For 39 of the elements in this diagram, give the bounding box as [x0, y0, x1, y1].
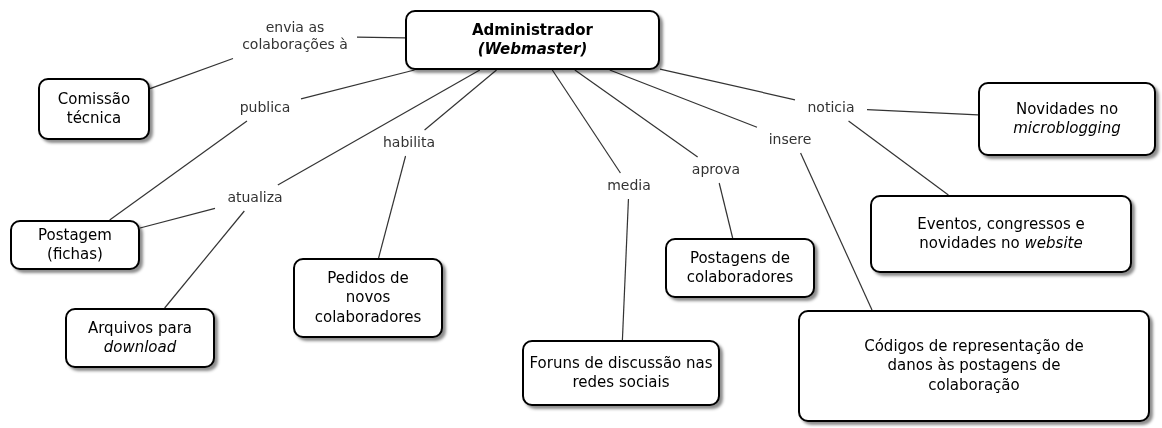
connector-line — [164, 210, 245, 309]
concept-text: Pedidos de novos colaboradores — [313, 268, 423, 328]
concept-box — [870, 195, 1132, 273]
title-text: Administrador — [472, 20, 593, 40]
connector-line — [718, 182, 734, 239]
concept-text: Eventos, congressos e novidades no website — [916, 214, 1086, 254]
concept-text: Novidades no microblogging — [1012, 99, 1122, 139]
concept-text: Códigos de representação de danos às postagens de colaboração — [863, 336, 1085, 396]
connector-line — [621, 198, 630, 341]
connector-line — [300, 69, 416, 100]
connector-line — [847, 120, 949, 196]
connector-line — [356, 36, 406, 39]
connector-line — [609, 69, 758, 128]
concept-box — [65, 308, 215, 368]
connector-line — [866, 109, 979, 116]
connector-line — [277, 69, 481, 186]
concept-text: Foruns de discussão nas redes sociais — [528, 353, 714, 393]
connector-line — [659, 68, 796, 101]
concept-box — [10, 220, 140, 270]
concept-text: Postagem (fichas) — [37, 225, 113, 265]
title-text: (Webmaster) — [477, 40, 588, 60]
connector-line — [109, 120, 248, 221]
connector-line — [139, 207, 216, 229]
concept-text: Postagens de colaboradores — [685, 248, 795, 288]
concept-box — [798, 310, 1150, 422]
connector-line — [424, 69, 498, 131]
connector-line — [377, 155, 407, 259]
root-concept-box — [405, 10, 660, 70]
concept-box — [978, 82, 1156, 156]
connector-line — [574, 69, 699, 158]
concept-box — [522, 340, 720, 406]
concept-text: Arquivos para download — [86, 318, 194, 358]
connector-line — [149, 57, 234, 90]
concept-text: Comissão técnica — [56, 89, 132, 129]
concept-box — [293, 258, 443, 338]
concept-box — [665, 238, 815, 298]
connector-line — [800, 152, 873, 311]
connector-line — [551, 69, 621, 174]
concept-box — [38, 78, 150, 140]
